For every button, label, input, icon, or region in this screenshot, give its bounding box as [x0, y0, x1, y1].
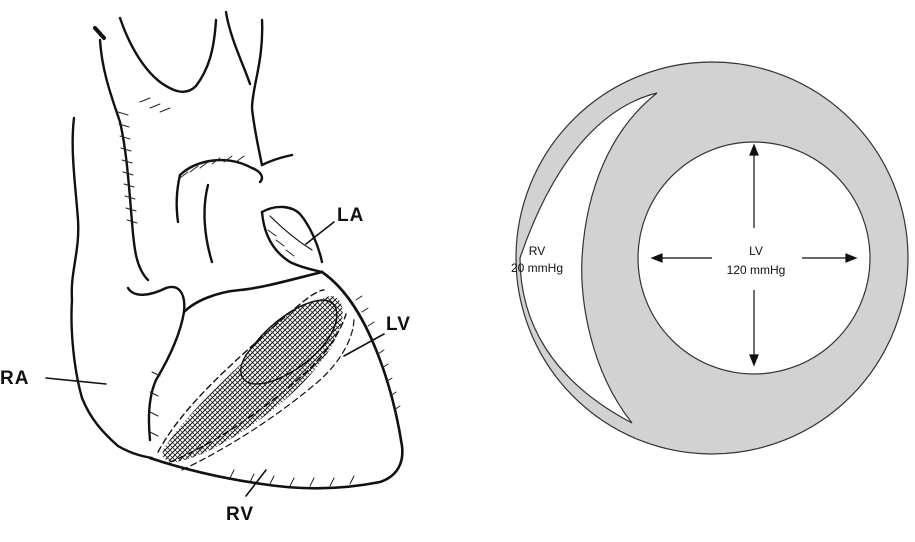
leader-ra	[46, 378, 106, 384]
heart-drawing	[46, 12, 402, 496]
rv-label: RV	[529, 244, 545, 258]
rv-pressure: 20 mmHg	[511, 261, 563, 275]
lv-label: LV	[749, 244, 763, 258]
aorta	[95, 12, 292, 280]
lv-pressure: 120 mmHg	[727, 263, 786, 277]
leader-lines	[46, 222, 384, 496]
septum-region	[158, 290, 354, 470]
leader-la	[306, 222, 334, 244]
label-ra: RA	[0, 368, 29, 389]
label-la: LA	[337, 205, 364, 226]
ventricle-cross-section: RV 20 mmHg LV 120 mmHg	[511, 62, 908, 454]
label-rv: RV	[226, 504, 254, 525]
label-lv: LV	[386, 314, 411, 335]
